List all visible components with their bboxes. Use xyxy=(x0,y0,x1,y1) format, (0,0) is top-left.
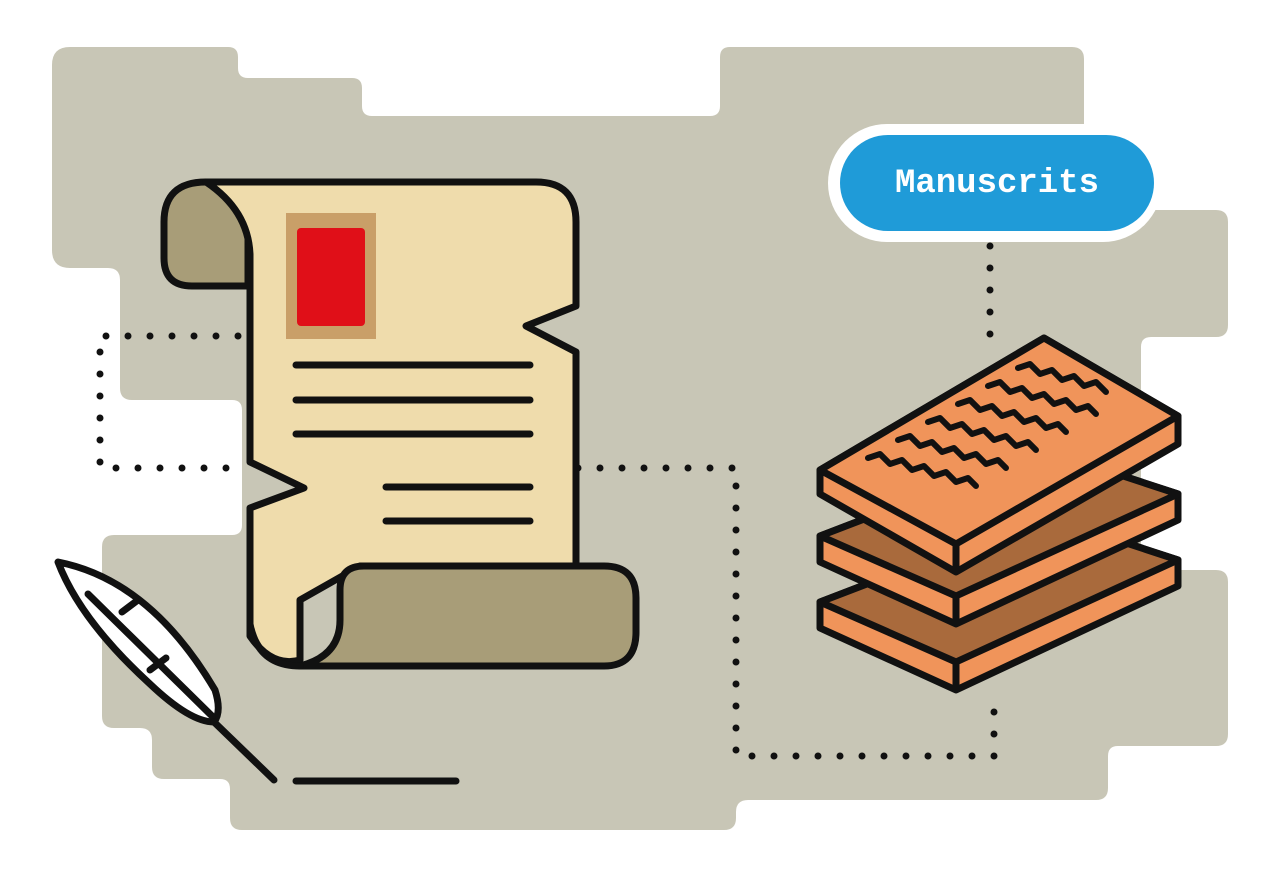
scroll-bottom-edge xyxy=(246,620,304,670)
connector-scroll-tablets xyxy=(574,464,998,760)
quill-shaft xyxy=(84,590,216,720)
scroll-text-lines xyxy=(292,361,534,525)
label-pill: Manuscrits xyxy=(828,124,1162,242)
seal-icon xyxy=(297,228,365,326)
scroll-bottom-curl xyxy=(296,562,640,670)
dotted-connectors xyxy=(96,242,998,760)
scroll-top-curl xyxy=(160,178,252,290)
label-text: Manuscrits xyxy=(895,165,1099,203)
label-pill-bg xyxy=(840,135,1154,231)
connector-scroll-left xyxy=(96,332,242,472)
quill-nib xyxy=(210,718,278,784)
quill-icon xyxy=(54,558,460,785)
tablet-writing xyxy=(865,361,1109,489)
quill-notch xyxy=(146,654,170,674)
tablet-stack-icon xyxy=(816,334,1182,694)
quill-notch xyxy=(118,596,142,616)
